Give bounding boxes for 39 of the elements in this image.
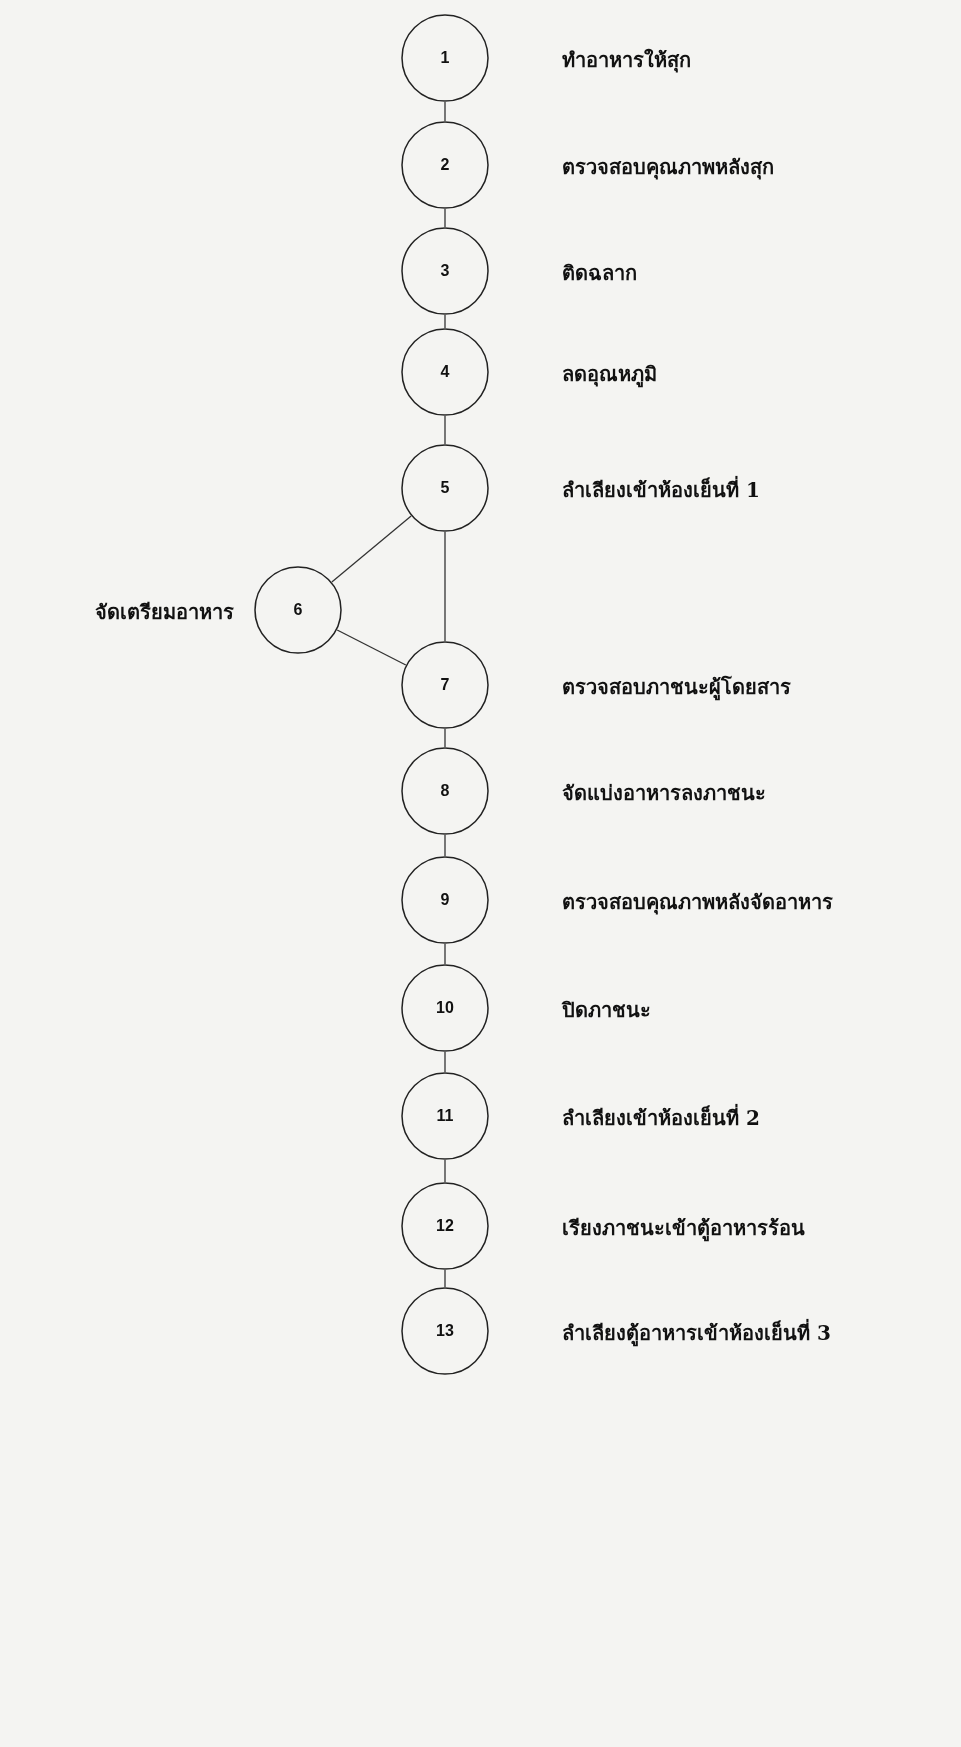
step-label: ลดอุณหภูมิ	[562, 361, 657, 390]
step-label: ลำเลียงตู้อาหารเข้าห้องเย็นที่ 3	[562, 1318, 831, 1349]
step-number: 7	[440, 676, 450, 694]
step-number: 12	[436, 1217, 454, 1235]
step-label: ลำเลียงเข้าห้องเย็นที่ 2	[562, 1103, 760, 1132]
step-number: 3	[440, 262, 450, 280]
connector-line	[444, 943, 446, 965]
step-label: ปิดภาชนะ	[562, 997, 651, 1024]
step-number: 5	[440, 479, 450, 497]
step-label: เรียงภาชนะเข้าตู้อาหารร้อน	[562, 1215, 805, 1244]
step-number: 2	[440, 156, 450, 174]
connector-line	[336, 629, 407, 666]
connector-line	[444, 101, 446, 122]
step-label: ติดฉลาก	[562, 260, 637, 287]
step-number: 11	[436, 1107, 454, 1125]
step-label: ตรวจสอบคุณภาพหลังสุก	[562, 154, 774, 182]
connector-line	[444, 1269, 446, 1288]
step-number: 10	[436, 999, 454, 1017]
connector-line	[331, 515, 412, 583]
connector-line	[444, 415, 446, 445]
connector-line	[444, 314, 446, 329]
connector-line	[444, 208, 446, 228]
connector-line	[444, 728, 446, 748]
step-label: ทำอาหารให้สุก	[562, 47, 691, 75]
step-number: 8	[440, 782, 450, 800]
step-label: ตรวจสอบคุณภาพหลังจัดอาหาร	[562, 889, 833, 917]
step-number: 1	[440, 49, 450, 67]
step-number: 6	[293, 601, 303, 619]
connector-line	[444, 834, 446, 857]
step-number: 13	[436, 1322, 454, 1340]
step-label: ลำเลียงเข้าห้องเย็นที่ 1	[562, 475, 760, 504]
step-label: จัดเตรียมอาหาร	[95, 599, 234, 626]
step-number: 9	[440, 891, 450, 909]
step-label: ตรวจสอบภาชนะผู้โดยสาร	[562, 674, 791, 703]
step-label: จัดแบ่งอาหารลงภาชนะ	[562, 780, 766, 807]
connector-line	[444, 531, 446, 642]
connector-line	[444, 1051, 446, 1073]
connector-line	[444, 1159, 446, 1183]
step-number: 4	[440, 363, 450, 381]
